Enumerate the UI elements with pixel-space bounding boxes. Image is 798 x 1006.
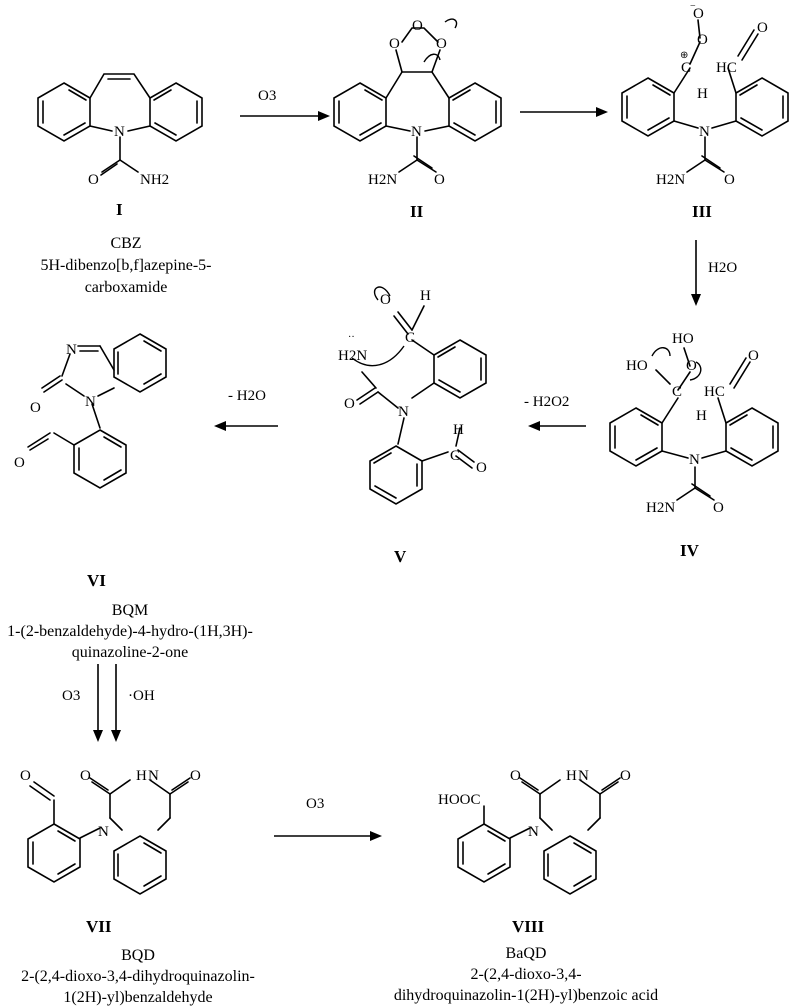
compound-IV-N: N bbox=[689, 452, 700, 468]
compound-VII-O4: O bbox=[190, 768, 201, 784]
reagent-r6a: O3 bbox=[62, 688, 80, 704]
compound-I-abbr: CBZ bbox=[110, 235, 141, 252]
compound-V-structure bbox=[351, 286, 487, 505]
compound-VIII-name-line2: dihydroquinazolin-1(2H)-yl)benzoic acid bbox=[394, 987, 658, 1004]
compound-VIII-NH: H bbox=[566, 768, 577, 784]
compound-II-H2N: H2N bbox=[368, 172, 397, 188]
compound-IV-HO: HO bbox=[626, 358, 648, 374]
compound-VI-abbr: BQM bbox=[112, 602, 148, 619]
compound-VII-N1: N bbox=[98, 824, 109, 840]
reagent-r4: - H2O2 bbox=[524, 394, 569, 410]
reagent-r1: O3 bbox=[258, 88, 276, 104]
arrow-3 bbox=[691, 240, 701, 306]
arrow-7 bbox=[274, 831, 382, 841]
compound-VII-O-ald: O bbox=[20, 768, 31, 784]
reagent-r3: H2O bbox=[708, 260, 737, 276]
compound-V-H-low: H bbox=[453, 422, 464, 438]
compound-VII-abbr: BQD bbox=[121, 947, 155, 964]
compound-IV-O: O bbox=[713, 500, 724, 516]
compound-VII-NH: H bbox=[136, 768, 147, 784]
compound-II-O: O bbox=[434, 172, 445, 188]
compound-I-name-line1: 5H-dibenzo[b,f]azepine-5- bbox=[40, 257, 211, 274]
compound-II-numeral: II bbox=[410, 202, 424, 221]
compound-III-N: N bbox=[699, 124, 710, 140]
compound-IV-H2N: H2N bbox=[646, 500, 675, 516]
compound-V-O-top: O bbox=[380, 292, 391, 308]
compound-III-H: H bbox=[697, 86, 708, 102]
compound-II-O1: O bbox=[389, 36, 400, 52]
compound-III-O-ald: O bbox=[757, 20, 768, 36]
compound-IV-structure bbox=[609, 347, 779, 501]
compound-II-N: N bbox=[411, 124, 422, 140]
compound-VIII-O2: O bbox=[510, 768, 521, 784]
compound-I-numeral: I bbox=[116, 200, 123, 219]
compound-VI-N3: N bbox=[66, 342, 77, 358]
reagent-r6b: ·OH bbox=[128, 688, 155, 704]
compound-III-structure bbox=[621, 19, 789, 173]
compound-I-NH2: NH2 bbox=[140, 172, 169, 188]
compound-VIII-HOOC: HOOC bbox=[438, 792, 481, 808]
compound-I-O: O bbox=[88, 172, 99, 188]
compound-VIII-N1: N bbox=[528, 824, 539, 840]
compound-I-N: N bbox=[114, 124, 125, 140]
compound-VI-O-ald: O bbox=[14, 455, 25, 471]
compound-III-C: C bbox=[681, 60, 691, 76]
compound-VI-O: O bbox=[30, 400, 41, 416]
compound-VII-O2: O bbox=[80, 768, 91, 784]
arrow-4 bbox=[528, 421, 586, 431]
compound-III-numeral: III bbox=[692, 202, 712, 221]
arrow-5 bbox=[214, 421, 278, 431]
arrow-6 bbox=[93, 664, 121, 742]
compound-V-numeral: V bbox=[394, 547, 407, 566]
compound-V-N: N bbox=[398, 404, 409, 420]
compound-III-minus: − bbox=[690, 1, 696, 12]
compound-III-H2N: H2N bbox=[656, 172, 685, 188]
compound-VII-structure bbox=[27, 777, 191, 895]
arrow-2 bbox=[520, 107, 608, 117]
compound-III-O-minus-text: O bbox=[693, 6, 704, 22]
reagent-r5: - H2O bbox=[228, 388, 266, 404]
compound-V-O-low: O bbox=[476, 460, 487, 476]
compound-V-H2N: H2N bbox=[338, 348, 367, 364]
compound-V-C: C bbox=[405, 330, 415, 346]
compound-III-HC: HC bbox=[716, 60, 737, 76]
compound-VIII-O4: O bbox=[620, 768, 631, 784]
compound-V-C-low: C bbox=[450, 448, 460, 464]
compound-VII-name-line1: 2-(2,4-dioxo-3,4-dihydroquinazolin- bbox=[21, 968, 255, 985]
compound-VI-numeral: VI bbox=[87, 571, 106, 590]
compound-IV-HC: HC bbox=[704, 384, 725, 400]
compound-VIII-name-line1: 2-(2,4-dioxo-3,4- bbox=[470, 966, 581, 983]
compound-IV-C: C bbox=[672, 384, 682, 400]
compound-II-O3: O bbox=[436, 36, 447, 52]
reagent-r7: O3 bbox=[306, 796, 324, 812]
compound-III-O2: O bbox=[697, 32, 708, 48]
compound-VI-structure bbox=[27, 333, 167, 489]
compound-IV-numeral: IV bbox=[680, 541, 700, 560]
compound-III-plus: ⊕ bbox=[680, 50, 688, 61]
compound-VIII-structure bbox=[457, 777, 621, 895]
compound-V-H-top: H bbox=[420, 288, 431, 304]
compound-VIII-abbr: BaQD bbox=[506, 945, 547, 962]
compound-IV-HO-top: HO bbox=[672, 331, 694, 347]
compound-VI-name-line1: 1-(2-benzaldehyde)-4-hydro-(1H,3H)- bbox=[7, 623, 253, 640]
compound-VIII-numeral: VIII bbox=[512, 917, 545, 936]
compound-VII-name-line2: 1(2H)-yl)benzaldehyde bbox=[63, 989, 212, 1006]
compound-VII-N3: N bbox=[148, 768, 159, 784]
compound-VIII-N3: N bbox=[578, 768, 589, 784]
compound-II-O2: O bbox=[412, 18, 423, 34]
compound-VII-numeral: VII bbox=[86, 917, 112, 936]
compound-V-lonepair: ·· bbox=[348, 332, 355, 343]
compound-IV-O-peroxy: O bbox=[686, 358, 697, 374]
arrow-1 bbox=[240, 111, 330, 121]
compound-VI-name-line2: quinazoline-2-one bbox=[72, 644, 188, 661]
compound-V-O-urea: O bbox=[344, 396, 355, 412]
compound-VI-N1: N bbox=[85, 394, 96, 410]
compound-I-structure bbox=[37, 73, 203, 176]
compound-IV-O-ald: O bbox=[748, 348, 759, 364]
compound-II-structure bbox=[333, 18, 502, 173]
compound-I-name-line2: carboxamide bbox=[85, 279, 168, 296]
compound-III-O: O bbox=[724, 172, 735, 188]
compound-IV-H: H bbox=[696, 408, 707, 424]
